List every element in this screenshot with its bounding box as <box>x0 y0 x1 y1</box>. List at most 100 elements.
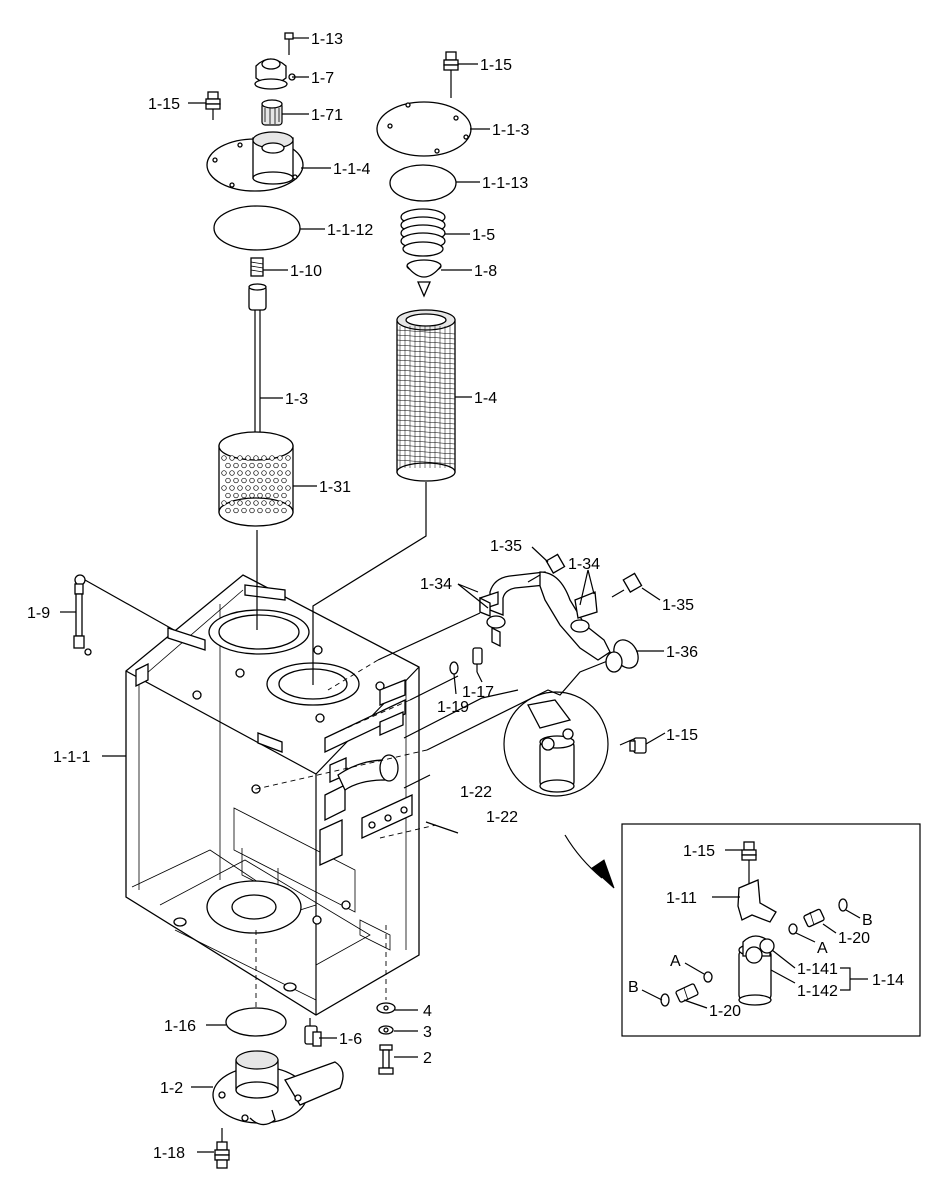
strainer-hole <box>273 477 279 484</box>
fitting-1-17 <box>472 647 483 672</box>
bolt-1-15-mid <box>619 737 647 754</box>
label-1-1-13: 1-1-13 <box>482 175 528 192</box>
top-left-assembly <box>205 32 304 527</box>
label-1-34-left: 1-34 <box>420 576 452 593</box>
bottom-parts <box>212 1002 396 1169</box>
strainer-hole <box>273 492 279 499</box>
mesh-line <box>396 434 456 440</box>
label-1-15-top-right: 1-15 <box>480 57 512 74</box>
mesh-line <box>396 374 456 380</box>
strainer-hole <box>269 455 275 461</box>
strainer-hole <box>241 462 247 469</box>
mesh-line <box>396 384 456 390</box>
strainer-hole <box>265 492 271 499</box>
mesh-line <box>396 349 456 355</box>
filter-callout-circle <box>503 691 647 889</box>
strainer-hole <box>229 470 235 476</box>
strainer-hole <box>221 455 227 461</box>
strainer-hole <box>221 470 227 476</box>
spring-1-10 <box>250 257 264 277</box>
mesh-line <box>396 449 456 455</box>
strainer-hole <box>277 485 283 491</box>
strainer-hole <box>269 485 275 491</box>
strainer-hole <box>225 492 231 499</box>
strainer-hole <box>233 492 239 499</box>
label-1-8: 1-8 <box>474 263 497 280</box>
strainer-hole <box>281 462 287 469</box>
bolt-1-35-right <box>611 572 643 598</box>
strainer-hole <box>245 455 251 461</box>
detail-arrow <box>591 859 615 889</box>
detail-label-1-20-left: 1-20 <box>709 1003 741 1020</box>
drain-fitting-1-6 <box>304 1018 322 1047</box>
strainer-1-31 <box>218 431 294 527</box>
gasket-1-16 <box>225 1007 287 1037</box>
strainer-hole <box>237 485 243 491</box>
detail-labels: 1-15 1-11 B A 1-20 A 1-141 1-14 B 1-142 … <box>628 843 904 1020</box>
mesh-line <box>396 409 456 415</box>
bolt-1-15-top-right <box>443 51 459 98</box>
label-1-10: 1-10 <box>290 263 322 280</box>
mesh-line <box>396 334 456 340</box>
mesh-line <box>396 354 456 360</box>
detail-label-B-left: B <box>628 979 639 996</box>
mesh-line <box>396 359 456 365</box>
tank-body-1-1-1 <box>125 574 420 1016</box>
strainer-hole <box>221 485 227 491</box>
mesh-line <box>396 344 456 350</box>
cover-plate-1-1-4 <box>206 131 304 192</box>
top-right-assembly <box>376 51 472 482</box>
strainer-hole <box>281 492 287 499</box>
strainer-hole <box>265 462 271 469</box>
strainer-hole <box>225 462 231 469</box>
cap-1-7 <box>254 58 296 90</box>
mesh-line <box>396 424 456 430</box>
mesh-line <box>396 444 456 450</box>
mesh-line <box>396 454 456 460</box>
mesh-line <box>396 399 456 405</box>
part-labels: 1-13 1-7 1-15 1-71 1-1-4 1-1-12 1-10 1-3… <box>27 31 698 1162</box>
label-1-15-mid: 1-15 <box>666 727 698 744</box>
strainer-hole <box>285 485 291 491</box>
detail-label-1-15: 1-15 <box>683 843 715 860</box>
mesh-line <box>396 404 456 410</box>
strainer-hole <box>233 462 239 469</box>
strainer-hole <box>285 500 291 506</box>
mesh-line <box>396 394 456 400</box>
label-4: 4 <box>423 1003 432 1020</box>
strainer-hole <box>241 477 247 484</box>
mesh-line <box>396 369 456 375</box>
strainer-hole <box>245 470 251 476</box>
detail-fitting-1-20-right <box>803 908 825 928</box>
detail-box <box>621 823 921 1037</box>
strainer-hole <box>229 500 235 506</box>
level-gauge-1-9 <box>73 574 92 656</box>
strainer-hole <box>257 492 263 499</box>
strainer-hole <box>229 455 235 461</box>
label-1-22-b: 1-22 <box>486 809 518 826</box>
strainer-hole <box>225 477 231 484</box>
strainer-hole <box>269 500 275 506</box>
strainer-hole <box>265 507 271 514</box>
strainer-hole <box>261 455 267 461</box>
mesh-line <box>396 419 456 425</box>
strainer-hole <box>273 507 279 514</box>
detail-label-A-right: A <box>817 940 828 957</box>
label-1-18: 1-18 <box>153 1145 185 1162</box>
strainer-hole <box>249 507 255 514</box>
label-1-13: 1-13 <box>311 31 343 48</box>
bolt-1-15-top-left <box>205 91 221 120</box>
strainer-hole <box>221 500 227 506</box>
strainer-hole <box>237 470 243 476</box>
label-leaders <box>60 37 666 1153</box>
detail-filter-1-14 <box>738 935 775 1006</box>
strainer-hole <box>249 477 255 484</box>
strainer-hole <box>225 507 231 514</box>
bolt-1-13 <box>284 32 294 55</box>
strainer-hole <box>277 455 283 461</box>
label-1-71: 1-71 <box>311 107 343 124</box>
label-1-1-1: 1-1-1 <box>53 749 90 766</box>
ring-1-71 <box>261 99 283 126</box>
label-3: 3 <box>423 1024 432 1041</box>
